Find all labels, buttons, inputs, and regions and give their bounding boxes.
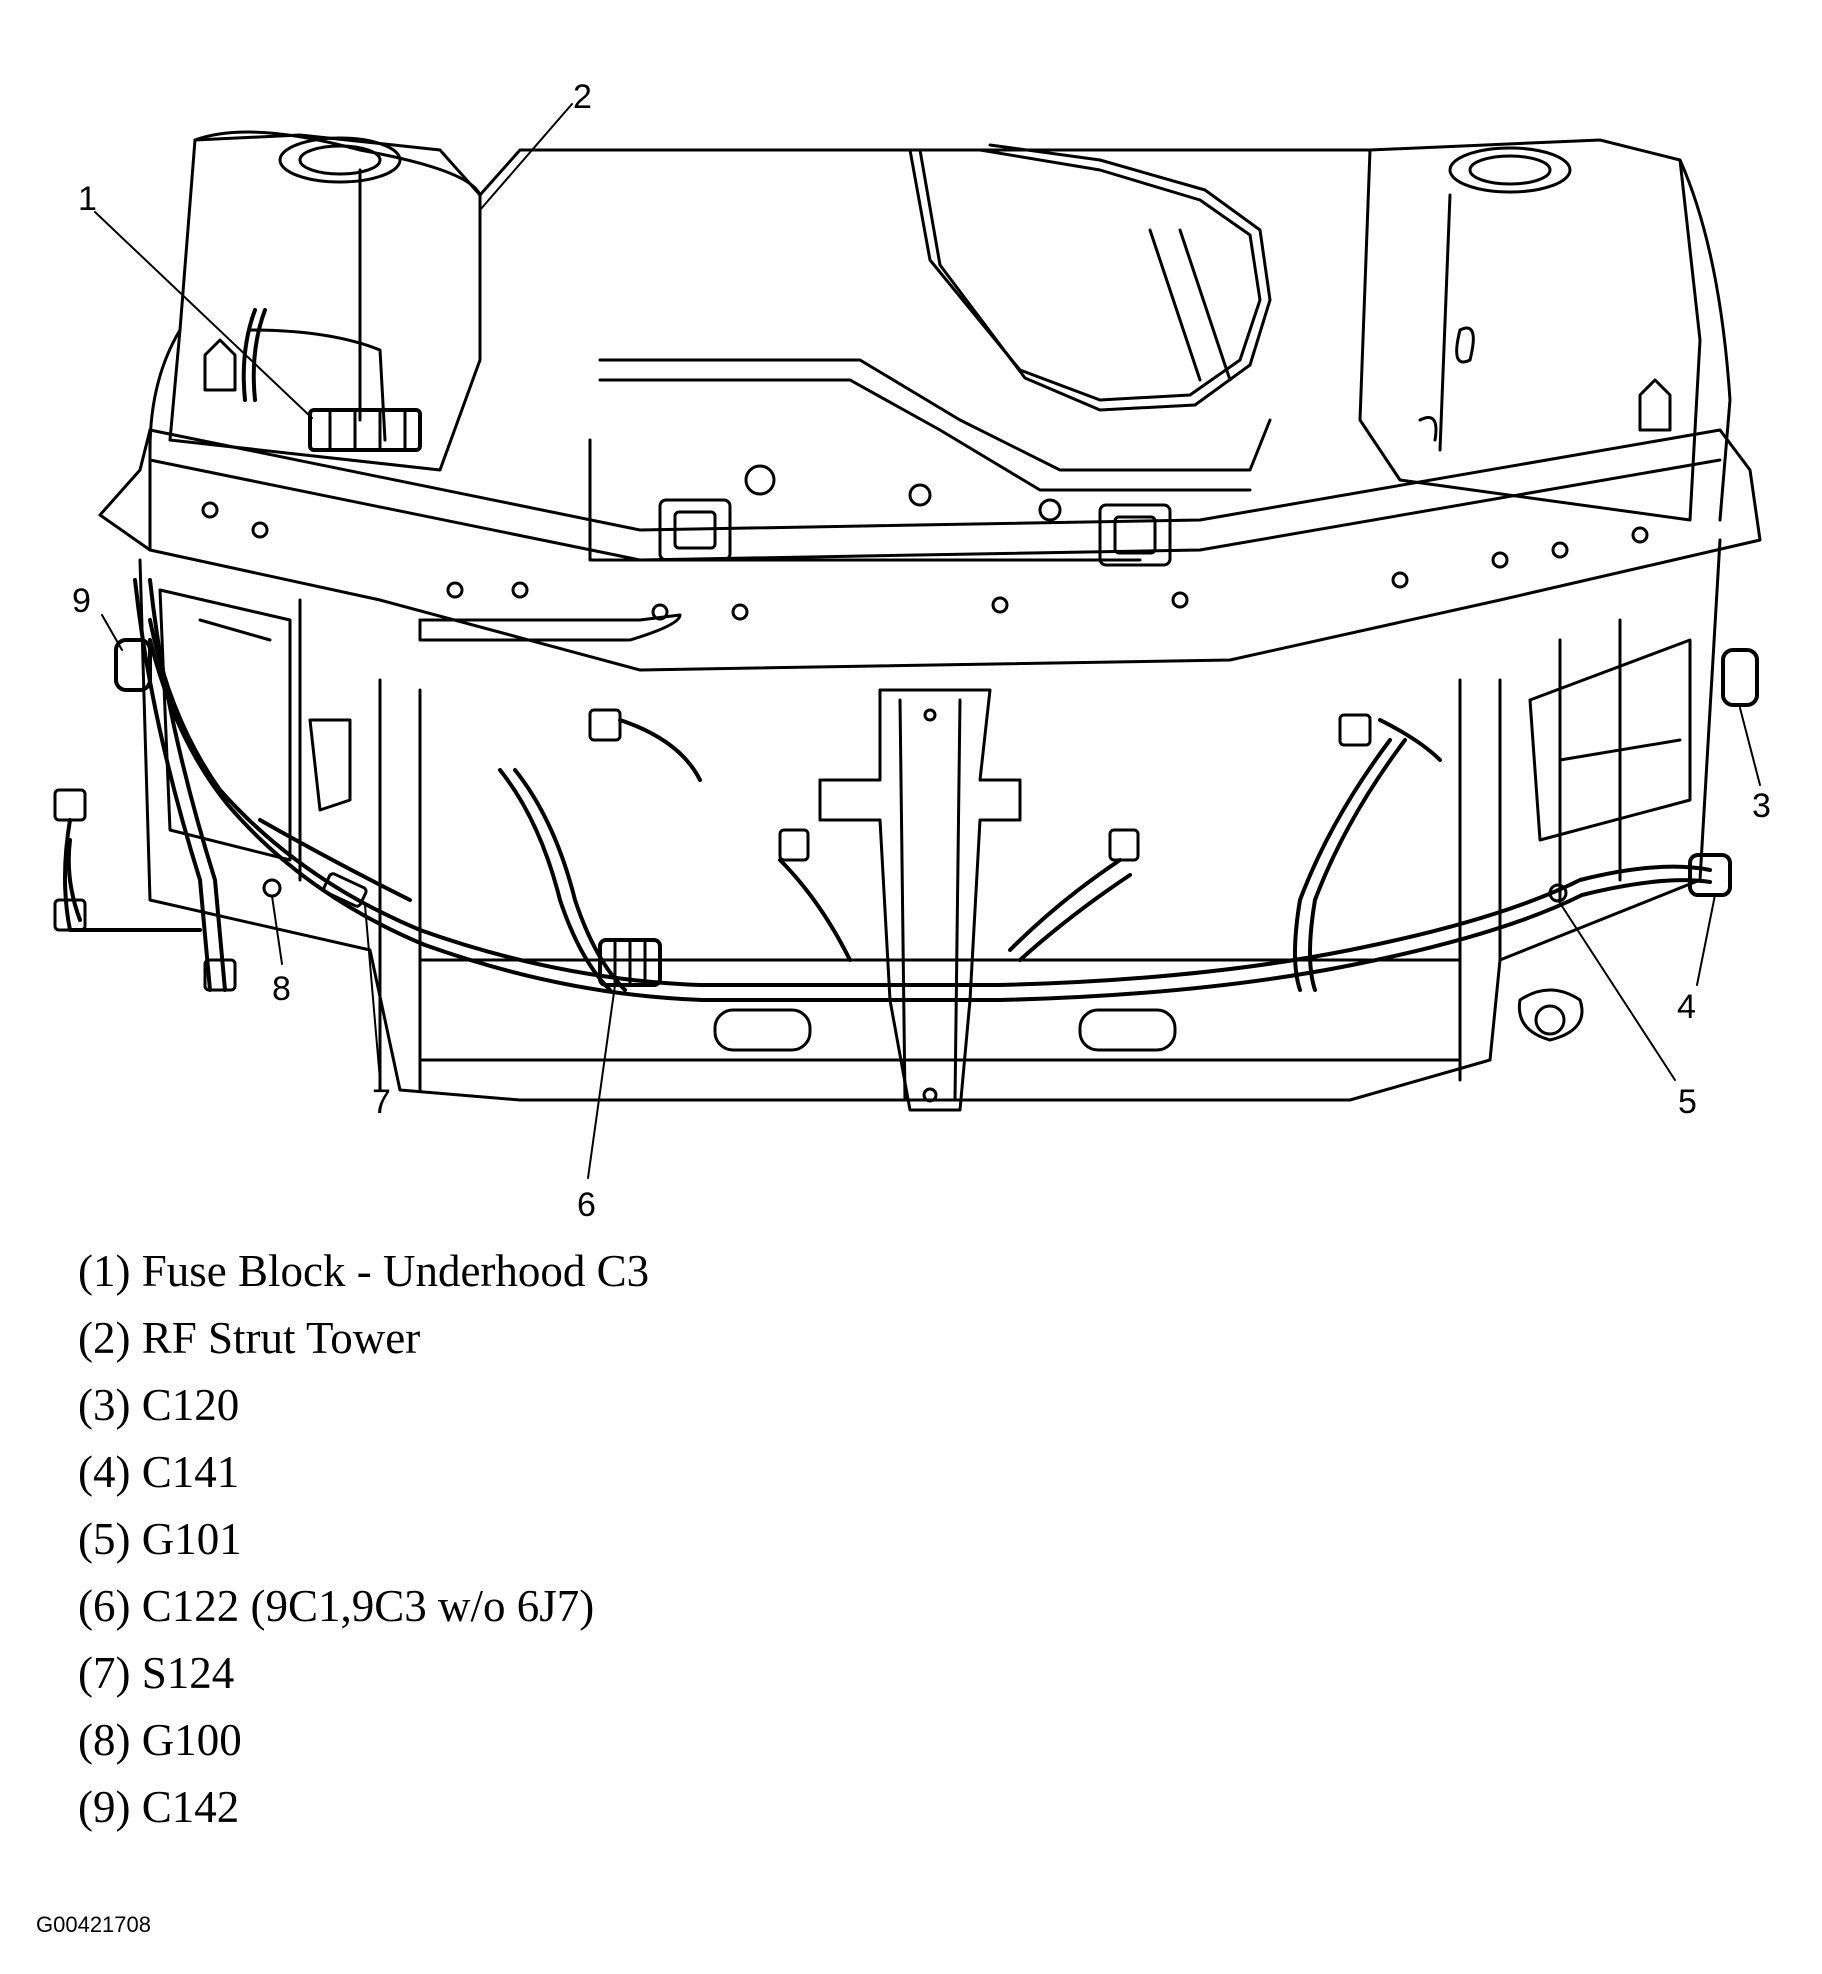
legend-item-9: (9) C142 — [78, 1782, 240, 1832]
callout-5: 5 — [1678, 1083, 1697, 1121]
center-brace — [818, 688, 1022, 1112]
leader-lines — [94, 103, 1761, 1179]
callout-7: 7 — [372, 1083, 391, 1121]
callout-numbers: 1 2 3 4 5 6 7 8 9 — [72, 78, 1771, 1224]
legend-item-7: (7) S124 — [78, 1648, 235, 1698]
callout-1: 1 — [78, 180, 97, 218]
legend-item-2: (2) RF Strut Tower — [78, 1313, 421, 1363]
callout-9: 9 — [72, 582, 91, 620]
legend-item-5: (5) G101 — [78, 1514, 242, 1564]
left-strut-tower — [148, 130, 482, 472]
right-side-panel — [1528, 638, 1692, 842]
mount-brackets — [658, 464, 1172, 567]
callout-6: 6 — [577, 1186, 596, 1224]
figure-id: G00421708 — [36, 1912, 151, 1937]
wiring-diagram: 1 2 3 4 5 6 7 8 9 — [53, 78, 1771, 1224]
legend-item-1: (1) Fuse Block - Underhood C3 — [78, 1246, 650, 1296]
upper-tie-bar — [98, 338, 1762, 672]
legend-item-8: (8) G100 — [78, 1715, 242, 1765]
legend-list: (1) Fuse Block - Underhood C3 (2) RF Str… — [78, 1238, 649, 1841]
callout-3: 3 — [1752, 787, 1771, 825]
legend-item-3: (3) C120 — [78, 1380, 240, 1430]
legend-item-6: (6) C122 (9C1,9C3 w/o 6J7) — [78, 1581, 595, 1631]
callout-4: 4 — [1677, 988, 1696, 1026]
legend-item-4: (4) C141 — [78, 1447, 240, 1497]
left-side-panel — [158, 588, 352, 862]
radiator-support — [138, 538, 1722, 1102]
firewall — [478, 143, 1372, 562]
connectors — [53, 408, 1759, 992]
callout-2: 2 — [573, 78, 592, 116]
callout-8: 8 — [272, 970, 291, 1008]
right-strut-tower — [1358, 138, 1732, 522]
